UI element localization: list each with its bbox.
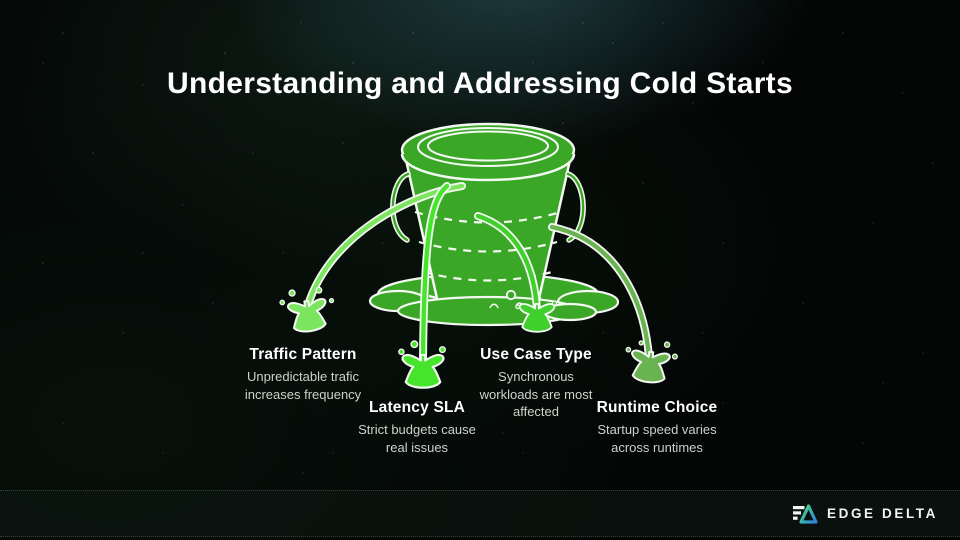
factor-use-case-type: Use Case Type Synchronous workloads are … bbox=[475, 346, 597, 421]
spill-streams bbox=[304, 182, 653, 366]
stream-runtime-choice bbox=[548, 223, 653, 361]
factor-heading: Use Case Type bbox=[480, 346, 592, 363]
edge-delta-logo-icon bbox=[792, 503, 818, 524]
stream-traffic-pattern bbox=[304, 182, 466, 309]
factor-heading: Latency SLA bbox=[368, 399, 466, 416]
factor-latency-sla: Latency SLA Strict budgets cause real is… bbox=[347, 399, 487, 456]
page-title: Understanding and Addressing Cold Starts bbox=[167, 67, 793, 101]
splash-latency-sla bbox=[398, 340, 446, 389]
factor-runtime-choice: Runtime Choice Startup speed varies acro… bbox=[582, 399, 732, 456]
splash-use-case-type bbox=[515, 300, 558, 333]
puddle-shape bbox=[368, 272, 620, 316]
puddle-front-shape bbox=[396, 289, 598, 327]
factor-heading: Runtime Choice bbox=[596, 399, 718, 416]
edge-delta-logo: EDGE DELTA bbox=[792, 502, 938, 526]
factor-description: Synchronous workloads are most affected bbox=[479, 369, 593, 419]
footer-bar: EDGE DELTA bbox=[0, 490, 960, 537]
factor-description: Startup speed varies across runtimes bbox=[597, 422, 717, 455]
factor-traffic-pattern: Traffic Pattern Unpredictable trafic inc… bbox=[228, 346, 378, 403]
starfield-background bbox=[0, 0, 2, 2]
factor-description: Strict budgets cause real issues bbox=[358, 422, 476, 455]
factor-heading: Traffic Pattern bbox=[249, 346, 357, 363]
stream-use-case-type bbox=[474, 212, 541, 314]
bucket-icon bbox=[390, 122, 586, 315]
stream-latency-sla bbox=[419, 182, 451, 366]
splash-traffic-pattern bbox=[279, 286, 335, 333]
splash-runtime-choice bbox=[625, 340, 678, 384]
brand-name: EDGE DELTA bbox=[826, 506, 938, 521]
factor-description: Unpredictable trafic increases frequency bbox=[244, 369, 362, 402]
